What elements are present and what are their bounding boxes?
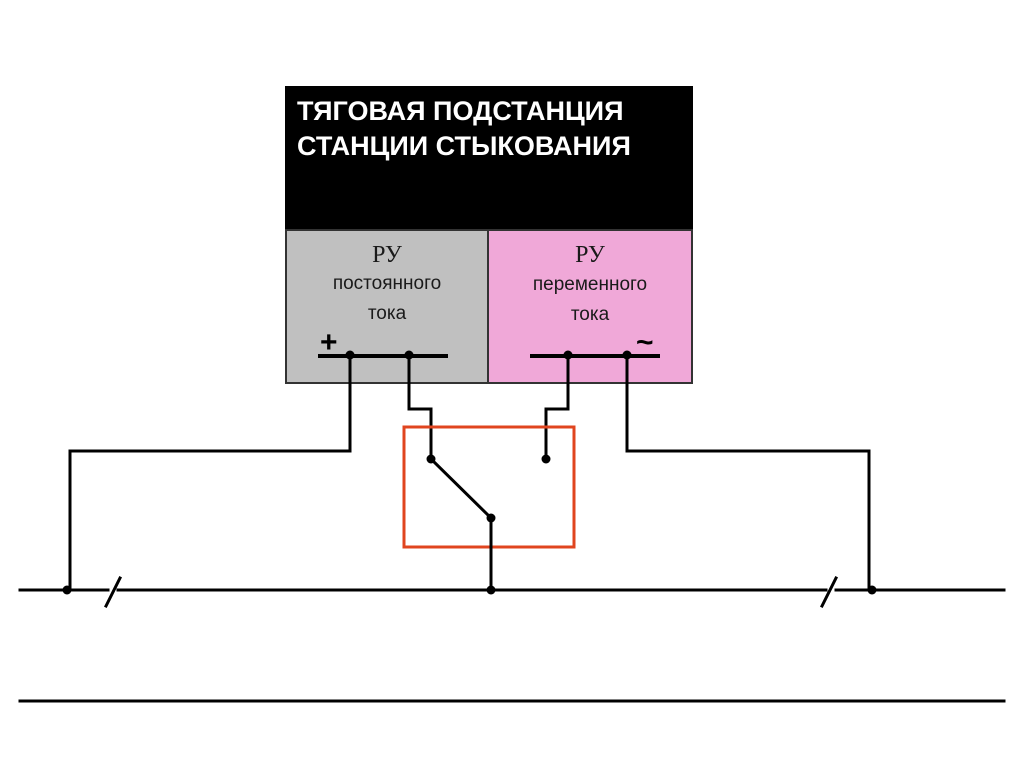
dc-polarity-plus: + <box>320 326 338 359</box>
dc-switchgear-label-line1: РУ <box>372 242 402 268</box>
switch-contact-ac <box>541 454 551 464</box>
ac-switch-bus-node <box>563 350 573 360</box>
ac-switchgear-label-line3: тока <box>571 304 610 325</box>
substation-title-line1: ТЯГОВАЯ ПОДСТАНЦИЯ <box>297 96 624 126</box>
dc-feeder-bus-node <box>345 350 355 360</box>
switch-blade <box>428 456 494 521</box>
dc-switchgear-label-line2: постоянного <box>333 273 441 294</box>
section-switch-box <box>402 425 576 549</box>
ac-switch-lead-wire <box>544 354 570 460</box>
ac-feeder-bus-node <box>622 350 632 360</box>
ac-polarity-tilde: ~ <box>636 326 654 359</box>
section-insulator-right <box>819 575 839 609</box>
dc-feeder-wire <box>68 354 352 592</box>
dc-switch-lead-wire <box>407 354 433 460</box>
ac-feeder-wire <box>625 354 871 592</box>
dc-switch-bus-node <box>404 350 414 360</box>
ac-switchgear-label-line1: РУ <box>575 242 605 268</box>
substation-title-block <box>285 86 693 231</box>
section-insulator-left <box>103 575 123 609</box>
substation-title-line2: СТАНЦИИ СТЫКОВАНИЯ <box>297 131 631 161</box>
ac-switchgear-label-line2: переменного <box>533 274 647 295</box>
dc-switchgear-label-line3: тока <box>368 303 407 324</box>
